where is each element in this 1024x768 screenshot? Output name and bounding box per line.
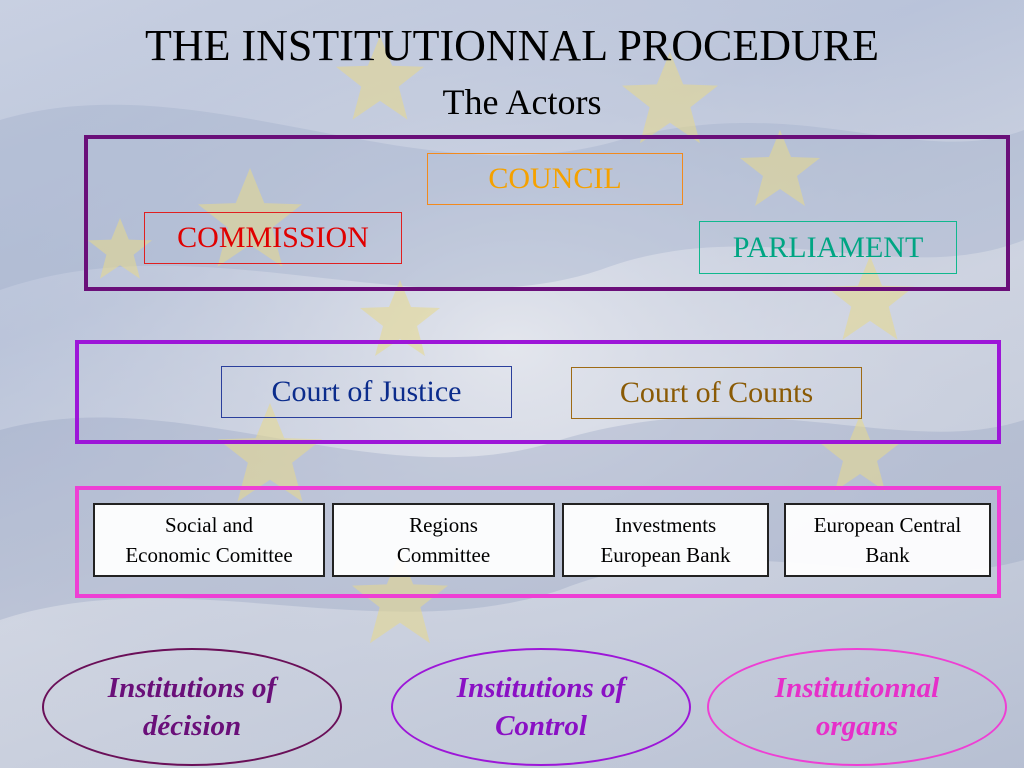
parliament-box: PARLIAMENT [699,221,957,274]
regions-committee-box: Regions Committee [332,503,555,577]
page-subtitle: The Actors [442,82,602,122]
legend-organs-label: Institutionnal organs [774,672,940,742]
legend-decision-label: Institutions of décision [107,672,277,742]
commission-box: COMMISSION [144,212,402,264]
page-title: THE INSTITUTIONNAL PROCEDURE [144,21,880,70]
legend-control-oval: Institutions of Control [391,648,691,766]
legend-control-label: Institutions of Control [456,672,626,742]
control-institutions-frame [75,340,1001,444]
organ-label: Social and Economic Comittee [125,513,293,567]
court-of-counts-box: Court of Counts [571,367,862,419]
organ-label: European Central Bank [813,513,962,567]
legend-decision-oval: Institutions of décision [42,648,342,766]
european-central-bank-box: European Central Bank [784,503,991,577]
organ-label: Investments European Bank [600,513,731,567]
decision-institutions-frame [84,135,1010,291]
social-economic-committee-box: Social and Economic Comittee [93,503,325,577]
legend-organs-oval: Institutionnal organs [707,648,1007,766]
organ-label: Regions Committee [396,513,491,567]
investments-european-bank-box: Investments European Bank [562,503,769,577]
council-box: COUNCIL [427,153,683,205]
court-of-justice-box: Court of Justice [221,366,512,418]
institutional-organs-frame [75,486,1001,598]
